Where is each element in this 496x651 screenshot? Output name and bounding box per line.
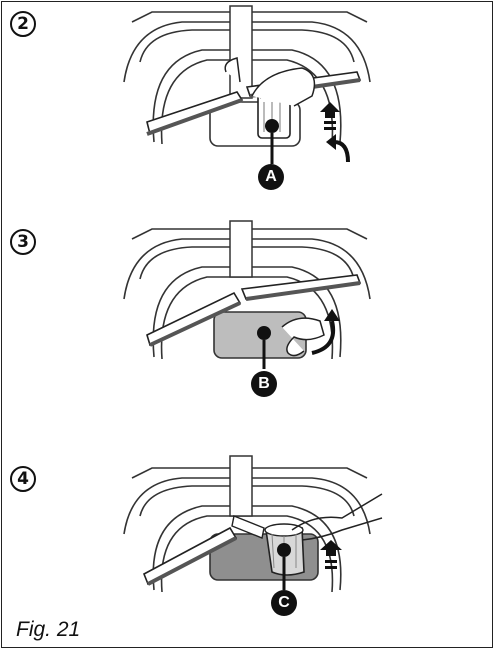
step-4-illustration <box>2 422 494 649</box>
step-3-illustration <box>2 217 494 422</box>
step-number-badge: 4 <box>10 466 36 492</box>
step-panel-3: 3 B <box>2 217 494 422</box>
step-number-badge: 2 <box>10 11 36 37</box>
up-arrow-icon <box>320 102 340 130</box>
step-panel-4: 4 C <box>2 422 494 649</box>
step-2-illustration <box>2 2 494 217</box>
callout-label: C <box>271 590 297 616</box>
step-panel-2: 2 A <box>2 2 494 217</box>
figure-caption: Fig. 21 <box>16 618 80 642</box>
step-number-badge: 3 <box>10 229 36 255</box>
rotate-arrow-icon <box>326 134 348 162</box>
callout-label: B <box>251 371 277 397</box>
callout-label: A <box>258 164 284 190</box>
